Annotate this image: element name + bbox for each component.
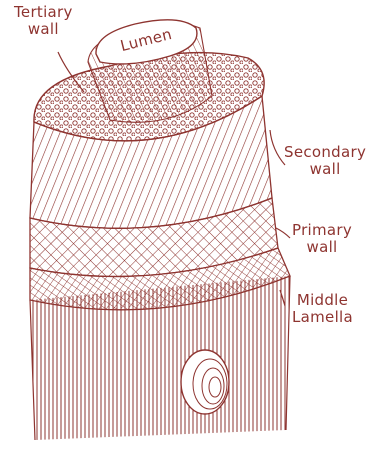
label-primary-line2: wall bbox=[292, 239, 352, 256]
label-middle-line1: Middle bbox=[292, 292, 353, 309]
label-secondary-line2: wall bbox=[284, 161, 366, 178]
label-tertiary-line2: wall bbox=[14, 21, 73, 38]
label-tertiary-line1: Tertiary bbox=[14, 4, 73, 21]
leader-secondary bbox=[270, 130, 285, 165]
label-secondary-line1: Secondary bbox=[284, 144, 366, 161]
label-secondary-wall: Secondary wall bbox=[284, 144, 366, 178]
leader-primary bbox=[276, 228, 290, 238]
label-middle-lamella: Middle Lamella bbox=[292, 292, 353, 326]
label-primary-wall: Primary wall bbox=[292, 222, 352, 256]
label-tertiary-wall: Tertiary wall bbox=[14, 4, 73, 38]
label-middle-line2: Lamella bbox=[292, 309, 353, 326]
label-primary-line1: Primary bbox=[292, 222, 352, 239]
pit-feature bbox=[181, 350, 229, 414]
